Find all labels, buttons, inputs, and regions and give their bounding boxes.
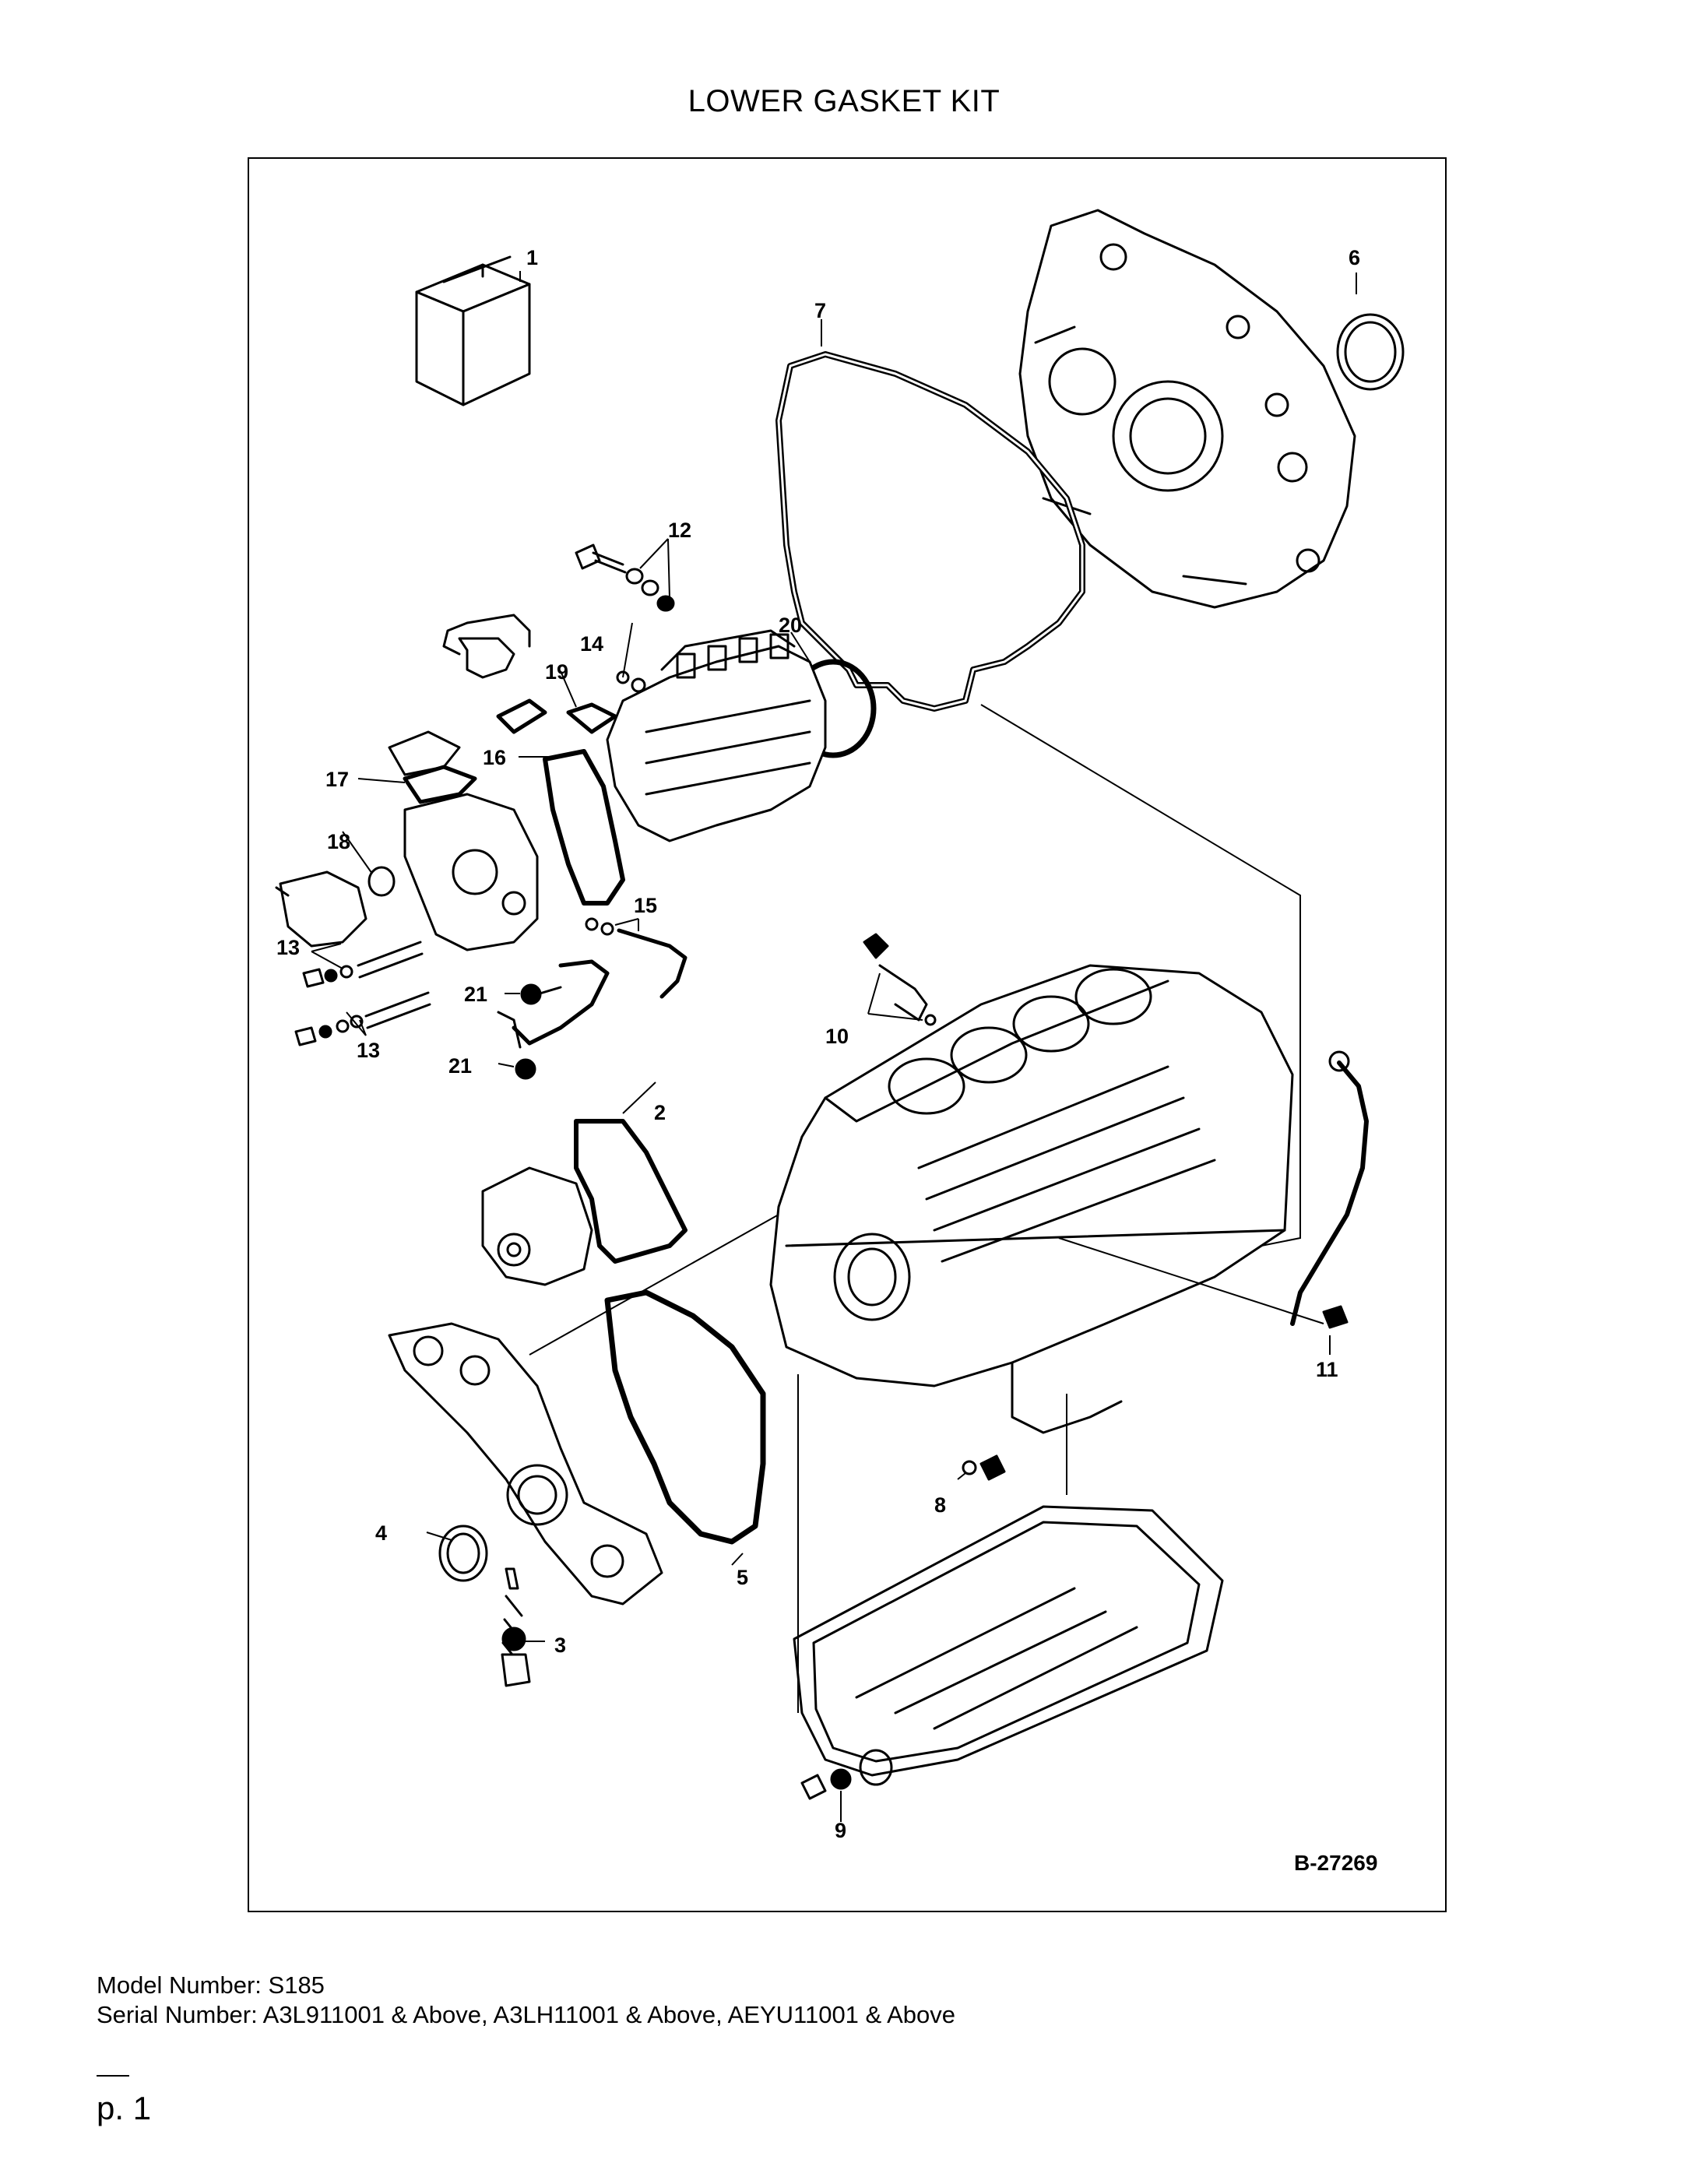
part-plug-set-upper: [302, 941, 424, 988]
callout-21-lower: 21: [448, 1054, 472, 1078]
part-fuel-pipe: [512, 917, 688, 1046]
callout-11: 11: [1316, 1358, 1338, 1381]
part-flywheel-housing: [1018, 209, 1405, 609]
callout-15: 15: [634, 894, 657, 917]
part-front-gasket: [604, 1289, 766, 1545]
callout-18: 18: [327, 830, 350, 853]
callout-12: 12: [668, 519, 691, 542]
callout-21-upper: 21: [464, 983, 487, 1006]
part-plug-set-lower: [294, 991, 431, 1046]
part-gear-case-gasket: [775, 351, 1085, 712]
page-number: p. 1: [97, 2090, 152, 2126]
page-title: LOWER GASKET KIT: [688, 84, 1000, 118]
part-drain-plug: [800, 1768, 852, 1800]
part-bolt-12: [575, 543, 675, 612]
callout-13-lower: 13: [357, 1039, 380, 1062]
part-banjo-bolt-lower: [497, 1011, 536, 1080]
callout-13-upper: 13: [276, 936, 300, 959]
leader-lines: [311, 271, 1357, 1822]
part-oil-pan: [793, 1505, 1224, 1786]
callout-8: 8: [934, 1493, 946, 1517]
callout-17: 17: [325, 768, 349, 791]
part-gasket-16: [543, 749, 625, 906]
callout-labels: 1 2 3 4 5 6 7 8 9 10 11 12 13 13 14 15 1…: [276, 246, 1360, 1842]
callout-1: 1: [526, 246, 538, 269]
part-feed-pump: [442, 614, 617, 734]
callout-7: 7: [814, 299, 826, 322]
part-injection-pump: [606, 629, 827, 842]
callout-16: 16: [483, 746, 506, 769]
callout-6: 6: [1349, 246, 1360, 269]
callout-9: 9: [835, 1819, 846, 1842]
callout-5: 5: [737, 1566, 748, 1589]
part-water-pump: [481, 1119, 688, 1286]
figure-code: B-27269: [1294, 1851, 1377, 1875]
callout-2: 2: [654, 1101, 666, 1124]
part-kit-box: [415, 255, 531, 406]
part-cylinder-block: [769, 964, 1294, 1434]
callout-4: 4: [375, 1521, 387, 1545]
part-block-plug: [962, 1454, 1006, 1481]
part-banjo-bolt-upper: [520, 983, 562, 1005]
callout-3: 3: [554, 1634, 566, 1657]
part-governor-housing: [275, 730, 539, 951]
callout-10: 10: [825, 1025, 849, 1048]
part-front-cover: [388, 1322, 663, 1687]
page-divider: [97, 2075, 129, 2077]
callout-14: 14: [580, 632, 603, 656]
callout-19: 19: [545, 660, 568, 684]
part-oil-switch: [863, 933, 937, 1026]
serial-number: Serial Number: A3L911001 & Above, A3LH11…: [97, 2001, 956, 2028]
diagram-frame: [248, 157, 1447, 1912]
callout-20: 20: [779, 614, 802, 637]
model-number: Model Number: S185: [97, 1971, 325, 1999]
part-breather-hose: [1290, 1050, 1369, 1329]
